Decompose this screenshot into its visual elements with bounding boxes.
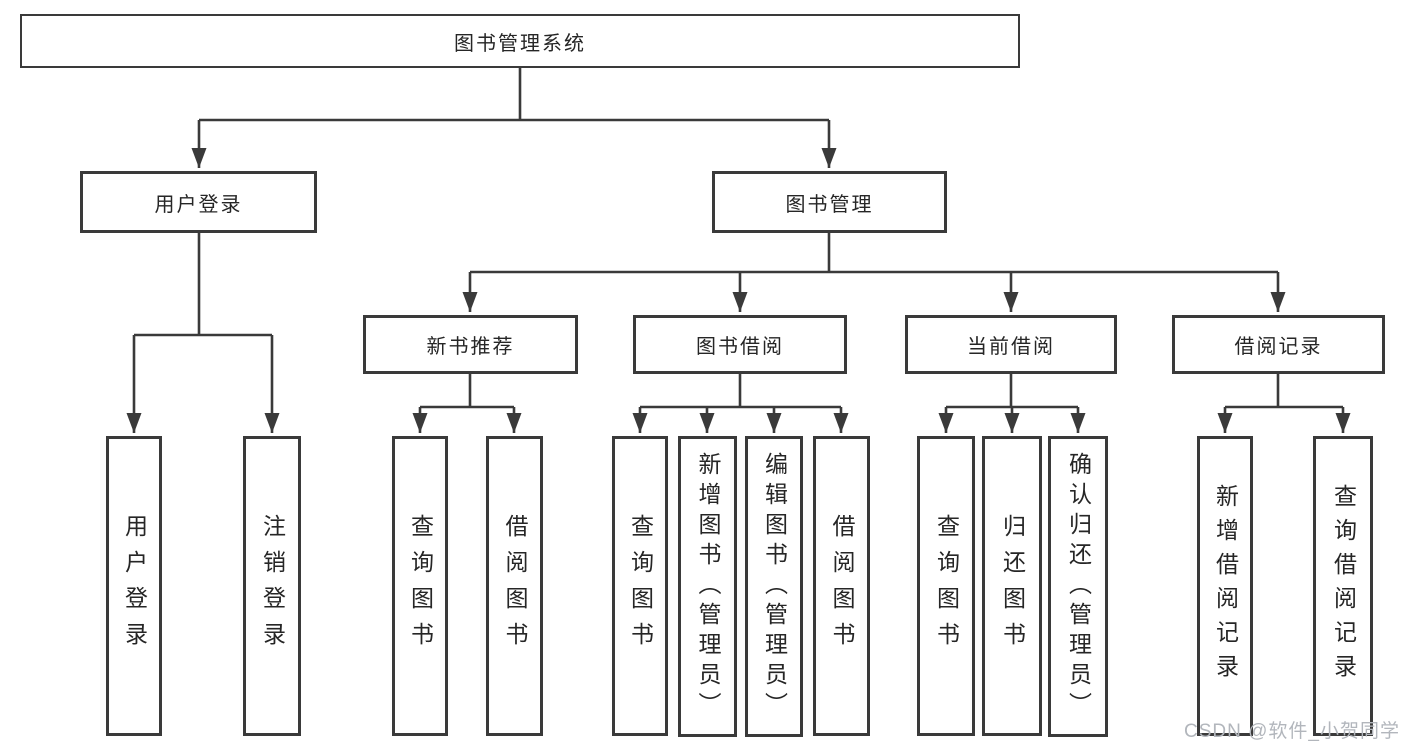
connector-book-borrowing-children — [632, 374, 849, 433]
node-book-management: 图书管理 — [712, 171, 947, 233]
leaf-newbook-query-books: 查询图书 — [392, 436, 448, 736]
node-user-login: 用户登录 — [80, 171, 317, 233]
leaf-current-query-books: 查询图书 — [917, 436, 975, 736]
watermark: CSDN @软件_小贺同学 — [1184, 721, 1400, 742]
leaf-logout: 注销登录 — [243, 436, 301, 736]
leaf-user-login: 用户登录 — [106, 436, 162, 736]
leaf-confirm-return-admin: 确认归还（管理员） — [1048, 436, 1108, 737]
connector-user-login-children — [126, 233, 280, 433]
leaf-borrowing-borrow-books: 借阅图书 — [813, 436, 870, 736]
leaf-add-borrow-record: 新增借阅记录 — [1197, 436, 1253, 736]
leaf-query-borrow-record: 查询借阅记录 — [1313, 436, 1373, 736]
node-root-library-system: 图书管理系统 — [20, 14, 1020, 68]
node-borrowing-records: 借阅记录 — [1172, 315, 1385, 374]
node-book-borrowing: 图书借阅 — [633, 315, 847, 374]
connector-new-book-recommend-children — [412, 374, 522, 433]
leaf-add-books-admin: 新增图书（管理员） — [678, 436, 737, 737]
leaf-edit-books-admin: 编辑图书（管理员） — [745, 436, 803, 737]
node-new-book-recommend: 新书推荐 — [363, 315, 578, 374]
leaf-newbook-borrow-books: 借阅图书 — [486, 436, 543, 736]
connector-borrowing-records-children — [1217, 374, 1351, 433]
node-current-borrowing: 当前借阅 — [905, 315, 1117, 374]
leaf-return-books: 归还图书 — [982, 436, 1042, 736]
connector-current-borrowing-children — [938, 374, 1086, 433]
leaf-borrowing-query-books: 查询图书 — [612, 436, 668, 736]
connector-book-management-children — [462, 233, 1286, 312]
connector-root-to-level2 — [191, 68, 837, 168]
